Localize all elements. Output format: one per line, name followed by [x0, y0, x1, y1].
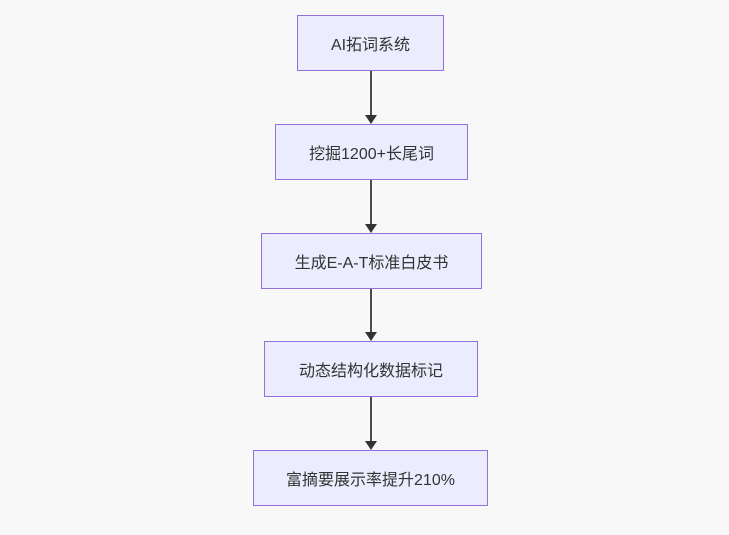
arrow-line	[370, 397, 372, 444]
arrowhead-down-icon	[365, 224, 377, 233]
flow-node-generate-eat-whitepaper: 生成E-A-T标准白皮书	[261, 233, 482, 289]
flow-node-label: 挖掘1200+长尾词	[309, 146, 434, 163]
arrow-line	[370, 180, 372, 227]
flow-node-ai-word-expansion-system: AI拓词系统	[297, 15, 444, 71]
arrow-line	[370, 71, 372, 118]
flow-node-rich-snippet-rate-increase: 富摘要展示率提升210%	[253, 450, 488, 506]
flow-node-mine-longtail-keywords: 挖掘1200+长尾词	[275, 124, 468, 180]
flow-node-label: AI拓词系统	[330, 37, 411, 54]
flow-edge-2	[364, 180, 378, 233]
flow-node-label: 富摘要展示率提升210%	[286, 472, 455, 489]
arrowhead-down-icon	[365, 441, 377, 450]
flow-edge-4	[364, 397, 378, 450]
arrowhead-down-icon	[365, 332, 377, 341]
flow-node-label: 生成E-A-T标准白皮书	[294, 255, 449, 272]
flow-node-dynamic-structured-data-markup: 动态结构化数据标记	[264, 341, 478, 397]
arrowhead-down-icon	[365, 115, 377, 124]
flow-node-label: 动态结构化数据标记	[298, 363, 443, 380]
arrow-line	[370, 289, 372, 335]
flow-edge-1	[364, 71, 378, 124]
flow-edge-3	[364, 289, 378, 341]
